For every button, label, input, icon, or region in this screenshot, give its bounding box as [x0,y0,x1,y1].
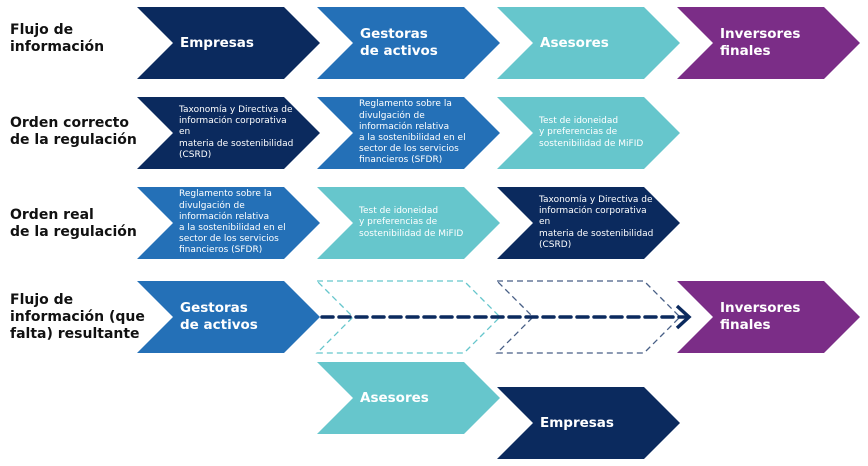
chevron-r1-c2-label: Gestoras de activos [360,26,438,59]
chevron-r3-c1 [137,187,320,259]
chevron-r4-c1-label: Gestoras de activos [180,300,258,333]
row-label-orden-correcto: Orden correcto de la regulación [10,115,137,148]
chevron-r2-c2 [317,97,500,169]
chevron-displaced-asesores [317,362,500,434]
chevron-r3-c1-label: Reglamento sobre la divulgación de infor… [179,189,286,256]
chevron-r2-c3-label: Test de idoneidad y preferencias de sost… [539,116,644,149]
chevron-displaced-empresas [497,387,680,459]
chevron-r3-c3-label: Taxonomía y Directiva de información cor… [539,194,654,250]
row-label-orden-real: Orden real de la regulación [10,207,137,240]
chevron-r2-c1 [137,97,320,169]
chevron-r1-c1-label: Empresas [180,34,254,51]
chevron-displaced-empresas-label: Empresas [540,414,614,431]
chevron-r1-c3 [497,7,680,79]
chevron-r1-c2 [317,7,500,79]
chevron-r1-c4-label: Inversores finales [720,26,801,59]
arrowhead-icon [675,304,692,330]
chevron-r3-c2-label: Test de idoneidad y preferencias de sost… [359,206,464,239]
chevron-r2-c1-label: Taxonomía y Directiva de información cor… [179,104,294,160]
chevron-r3-c2 [317,187,500,259]
chevron-displaced-asesores-label: Asesores [360,389,429,406]
chevron-r1-c4 [677,7,860,79]
chevron-r1-c3-label: Asesores [540,34,609,51]
chevron-r3-c3 [497,187,680,259]
chevron-r4-c1 [137,281,320,353]
chevron-r1-c1 [137,7,320,79]
chevron-r4-c4 [677,281,860,353]
chevron-r2-c2-label: Reglamento sobre la divulgación de infor… [359,99,466,166]
chevron-r2-c3 [497,97,680,169]
chevron-r4-c4-label: Inversores finales [720,300,801,333]
row-label-flujo: Flujo de información [10,22,105,55]
row-label-flujo-resultante: Flujo de información (que falta) resulta… [10,292,145,342]
